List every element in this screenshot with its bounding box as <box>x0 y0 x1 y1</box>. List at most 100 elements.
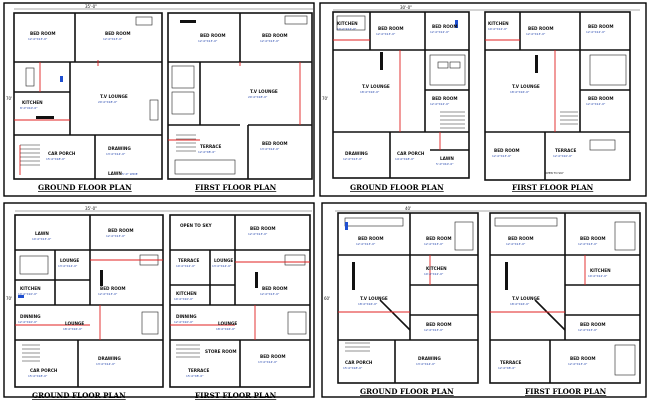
room-label: BED ROOM <box>108 228 134 233</box>
room-label: KITCHEN <box>488 21 509 26</box>
room-label: BED ROOM <box>426 322 452 327</box>
room-label: DINNING <box>176 314 197 319</box>
room-label: OPEN TO SKY <box>180 223 213 228</box>
first-floor-title: FIRST FLOOR PLAN <box>195 183 277 192</box>
room-label: BED ROOM <box>580 236 606 241</box>
room-size: 14'-0"X18'-0" <box>395 157 415 161</box>
side-dimension: 60' <box>324 296 330 301</box>
room-size: 12'-0"X13'-0" <box>248 232 268 236</box>
room-label: KITCHEN <box>20 286 41 291</box>
room-size: 18'-0"X16'-0" <box>63 327 83 331</box>
room-label: BED ROOM <box>570 356 596 361</box>
room-label: BED ROOM <box>200 33 226 38</box>
room-size: 18'-0"X16'-0" <box>358 302 378 306</box>
room-size: 12'-0"X12'-0" <box>586 30 606 34</box>
room-label: LAWN <box>440 156 454 161</box>
room-size: 15'-0"X18'-0" <box>46 157 66 161</box>
room-label: DINNING <box>20 314 41 319</box>
room-size: 12'-0"X13'-0" <box>343 157 363 161</box>
room-label: KITCHEN <box>337 21 358 26</box>
room-label: LAWN <box>35 231 49 236</box>
room-size: 12'-0"X10'-0" <box>18 320 38 324</box>
room-size: 12'-0"X13'-0" <box>106 234 126 238</box>
first-floor-plan: BED ROOM 12'-0"X13'-0" BED ROOM 12'-0"X1… <box>167 12 313 192</box>
first-floor-title: FIRST FLOOR PLAN <box>525 387 607 396</box>
first-floor-plan: OPEN TO SKY BED ROOM 12'-0"X13'-0" TERRA… <box>169 214 311 400</box>
room-label: KITCHEN <box>176 291 197 296</box>
room-label: LOUNGE <box>60 258 79 263</box>
room-label: KITCHEN <box>22 100 43 105</box>
room-size: 18'-0"X16'-0" <box>510 302 530 306</box>
panel-frame <box>3 2 315 197</box>
room-label: BED ROOM <box>588 24 614 29</box>
room-label: BED ROOM <box>426 236 452 241</box>
room-label: BED ROOM <box>508 236 534 241</box>
room-size: 13'-0"X14'-0" <box>96 362 116 366</box>
room-label: T.V LOUNGE <box>512 84 540 89</box>
room-label: BED ROOM <box>260 354 286 359</box>
room-size: 10'-0"X12'-0" <box>588 274 608 278</box>
ground-floor-plan: BED ROOM 12'-0"X13'-0" BED ROOM 12'-0"X1… <box>13 12 163 192</box>
room-size: 10'-0"X12'-0" <box>337 27 357 31</box>
room-label: BED ROOM <box>250 226 276 231</box>
panel-2: 30'-0" 70' KITCHEN 10'-0"X12'-0" BED ROO… <box>322 5 640 192</box>
room-label: DRAWING <box>98 356 121 361</box>
room-size: 12'-0"X13'-0" <box>103 37 123 41</box>
room-label: T.V LOUNGE <box>250 89 278 94</box>
room-size: 12'-0"X13'-0" <box>198 39 218 43</box>
side-dimension: 70' <box>6 96 12 101</box>
room-label: CAR PORCH <box>397 151 425 156</box>
room-size: 15'-0"X18'-0" <box>28 374 48 378</box>
room-label: BED ROOM <box>528 26 554 31</box>
room-label: TERRACE <box>178 258 199 263</box>
room-size: 18'-0"X16'-0" <box>216 327 236 331</box>
side-dimension: 70' <box>6 296 12 301</box>
panel-4: 40' 60' BED ROOM 12'-0"X13'-0" BED ROOM … <box>324 206 641 396</box>
room-label: BED ROOM <box>30 31 56 36</box>
room-label: TERRACE <box>200 144 221 149</box>
room-label: DRAWING <box>345 151 368 156</box>
ground-floor-title: GROUND FLOOR PLAN <box>350 183 444 192</box>
room-label: CAR PORCH <box>48 151 76 156</box>
room-size: 12'-0"X8'-0" <box>198 150 216 154</box>
room-label: BED ROOM <box>100 286 126 291</box>
room-size: 10'-0"X12'-0" <box>424 272 444 276</box>
top-dimension: 40' <box>405 206 411 211</box>
top-dimension: 30'-0" <box>400 5 412 10</box>
room-size: 12'-0"X12'-0" <box>430 30 450 34</box>
room-size: 12'-0"X10'-0" <box>174 320 194 324</box>
ground-floor-title: GROUND FLOOR PLAN <box>38 183 132 192</box>
room-label: LOUNGE <box>218 321 237 326</box>
room-label: BED ROOM <box>105 31 131 36</box>
room-size: 12'-0"X13'-0" <box>578 328 598 332</box>
room-label: BED ROOM <box>432 24 458 29</box>
panel-3: 35'-0" 70' LAWN 10'-0"X13'-0" BED ROOM 1… <box>6 206 312 400</box>
room-label: TERRACE <box>500 360 521 365</box>
room-size: 5'-0" WIDE <box>122 172 138 176</box>
room-label: BED ROOM <box>494 148 520 153</box>
room-label: DRAWING <box>108 146 131 151</box>
panel-frame <box>319 2 647 197</box>
room-label: STORE ROOM <box>205 349 237 354</box>
room-label: T.V LOUNGE <box>100 94 128 99</box>
room-size: 20'-0"X18'-0" <box>98 100 118 104</box>
room-size: 13'-0"X14'-0" <box>260 147 280 151</box>
ground-floor-title: GROUND FLOOR PLAN <box>360 387 454 396</box>
room-size: 12'-0"X13'-0" <box>260 292 280 296</box>
room-label: LOUNGE <box>214 258 233 263</box>
room-size: 10'-0"X12'-0" <box>488 27 508 31</box>
room-label: KITCHEN <box>426 266 447 271</box>
room-label: BED ROOM <box>262 286 288 291</box>
room-size: 18'-0"X16'-0" <box>510 90 530 94</box>
room-size: 10'-0"X12'-0" <box>176 264 196 268</box>
room-size: 20'-0"X18'-0" <box>248 95 268 99</box>
room-size: 12'-0"X13'-0" <box>28 37 48 41</box>
room-size: 13'-0"X14'-0" <box>416 362 436 366</box>
room-label: CAR PORCH <box>345 360 373 365</box>
room-size: 12'-0"X12'-0" <box>586 102 606 106</box>
side-dimension: 70' <box>322 96 328 101</box>
room-size: 13'-0"X14'-0" <box>212 264 232 268</box>
room-size: 15'-0"X8'-0" <box>186 374 204 378</box>
room-label: CAR PORCH <box>30 368 58 373</box>
